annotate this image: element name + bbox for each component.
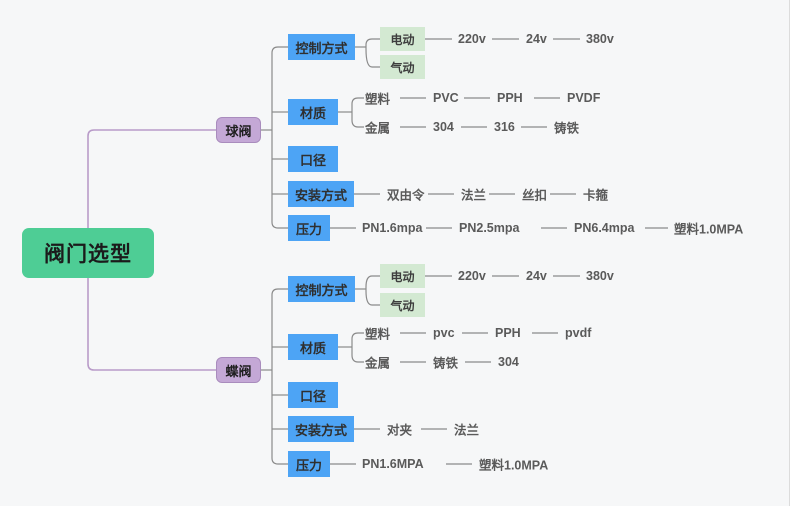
leaf-qiufa-pressure-3[interactable]: PN6.4mpa — [574, 221, 635, 235]
node-diefa-installation-label: 安装方式 — [295, 422, 348, 438]
leaf-qiufa-material-metal[interactable]: 金属 — [365, 121, 391, 136]
node-qiufa-pneumatic[interactable]: 气动 — [380, 55, 425, 79]
node-qiufa-electric-label: 电动 — [390, 32, 415, 47]
leaf-diefa-plastic-pvc[interactable]: pvc — [433, 326, 455, 340]
node-diefa-control-method[interactable]: 控制方式 — [288, 276, 355, 302]
node-qiufa-pneumatic-label: 气动 — [390, 60, 415, 75]
link-qiufa-cz-js — [351, 119, 364, 128]
leaf-diefa-material-plastic[interactable]: 塑料 — [365, 327, 391, 342]
node-diefa-pressure[interactable]: 压力 — [288, 451, 330, 477]
link-diefa-cz-js — [351, 354, 364, 363]
node-qiufa-installation-label: 安装方式 — [295, 187, 348, 203]
node-diefa-control-method-label: 控制方式 — [295, 282, 348, 298]
leaf-qiufa-pressure-2[interactable]: PN2.5mpa — [459, 221, 520, 235]
root-node-label: 阀门选型 — [44, 243, 132, 266]
node-diefa-installation[interactable]: 安装方式 — [288, 416, 354, 442]
link-qiufa-child-1 — [271, 46, 288, 54]
leaf-diefa-pressure-2[interactable]: 塑料1.0MPA — [479, 458, 549, 473]
node-qiufa-pressure-label: 压力 — [296, 221, 323, 237]
link-qiufa-child-5 — [271, 221, 288, 229]
leaf-qiufa-install-1[interactable]: 双由令 — [387, 188, 425, 203]
root-node[interactable]: 阀门选型 — [22, 228, 154, 278]
node-diefa-pneumatic-label: 气动 — [390, 298, 415, 313]
leaf-diefa-material-metal[interactable]: 金属 — [365, 356, 391, 371]
node-qiufa-material-label: 材质 — [299, 105, 326, 121]
node-diefa-diameter[interactable]: 口径 — [288, 382, 338, 408]
leaf-diefa-plastic-pvdf[interactable]: pvdf — [565, 326, 592, 340]
node-qiufa-control-method-label: 控制方式 — [295, 40, 348, 56]
branch-node-diefa[interactable]: 蝶阀 — [216, 357, 261, 383]
leaf-diefa-install-2[interactable]: 法兰 — [454, 423, 480, 438]
link-diefa-kzfs-diandong — [365, 275, 380, 288]
node-qiufa-material[interactable]: 材质 — [288, 99, 338, 125]
link-qiufa-cz-sl — [351, 97, 364, 105]
node-qiufa-pressure[interactable]: 压力 — [288, 215, 330, 241]
node-qiufa-diameter-label: 口径 — [299, 152, 326, 168]
leaf-diefa-electric-380v[interactable]: 380v — [586, 269, 614, 283]
node-qiufa-diameter[interactable]: 口径 — [288, 146, 338, 172]
leaf-qiufa-electric-220v[interactable]: 220v — [458, 32, 486, 46]
node-diefa-material-label: 材质 — [299, 340, 326, 356]
link-diefa-cz-sl — [351, 332, 364, 340]
node-qiufa-electric[interactable]: 电动 — [380, 27, 425, 51]
node-qiufa-installation[interactable]: 安装方式 — [288, 181, 354, 207]
leaf-diefa-plastic-pph[interactable]: PPH — [495, 326, 521, 340]
node-diefa-electric-label: 电动 — [390, 269, 415, 284]
leaf-diefa-metal-304[interactable]: 304 — [498, 355, 519, 369]
link-diefa-child-5 — [271, 457, 288, 465]
leaf-diefa-install-1[interactable]: 对夹 — [387, 423, 413, 438]
link-qiufa-kzfs-qidong — [365, 48, 380, 68]
leaf-qiufa-material-plastic[interactable]: 塑料 — [365, 92, 391, 107]
link-diefa-child-1 — [271, 288, 288, 296]
node-qiufa-control-method[interactable]: 控制方式 — [288, 34, 355, 60]
leaf-diefa-pressure-1[interactable]: PN1.6MPA — [362, 457, 424, 471]
leaf-qiufa-metal-316[interactable]: 316 — [494, 120, 515, 134]
leaf-qiufa-electric-24v[interactable]: 24v — [526, 32, 547, 46]
link-qiufa-kzfs-diandong — [365, 38, 380, 46]
node-diefa-electric[interactable]: 电动 — [380, 264, 425, 288]
branch-node-qiufa[interactable]: 球阀 — [216, 117, 261, 143]
leaf-qiufa-electric-380v[interactable]: 380v — [586, 32, 614, 46]
node-diefa-pressure-label: 压力 — [296, 457, 323, 473]
branch-node-qiufa-label: 球阀 — [225, 123, 252, 139]
node-diefa-diameter-label: 口径 — [299, 388, 326, 404]
leaf-qiufa-metal-304[interactable]: 304 — [433, 120, 454, 134]
leaf-qiufa-metal-castiron[interactable]: 铸铁 — [554, 121, 580, 136]
leaf-qiufa-plastic-pph[interactable]: PPH — [497, 91, 523, 105]
link-diefa-kzfs-qidong — [365, 290, 380, 306]
leaf-diefa-electric-24v[interactable]: 24v — [526, 269, 547, 283]
node-diefa-pneumatic[interactable]: 气动 — [380, 293, 425, 317]
leaf-diefa-electric-220v[interactable]: 220v — [458, 269, 486, 283]
leaf-qiufa-pressure-4[interactable]: 塑料1.0MPA — [674, 222, 744, 237]
node-diefa-material[interactable]: 材质 — [288, 334, 338, 360]
leaf-qiufa-plastic-pvdf[interactable]: PVDF — [567, 91, 601, 105]
leaf-qiufa-pressure-1[interactable]: PN1.6mpa — [362, 221, 423, 235]
leaf-diefa-metal-castiron[interactable]: 铸铁 — [433, 356, 459, 371]
leaf-qiufa-install-3[interactable]: 丝扣 — [522, 188, 548, 203]
leaf-qiufa-install-4[interactable]: 卡箍 — [583, 188, 609, 203]
leaf-qiufa-install-2[interactable]: 法兰 — [461, 188, 487, 203]
leaf-qiufa-plastic-pvc[interactable]: PVC — [433, 91, 459, 105]
branch-node-diefa-label: 蝶阀 — [225, 363, 252, 379]
